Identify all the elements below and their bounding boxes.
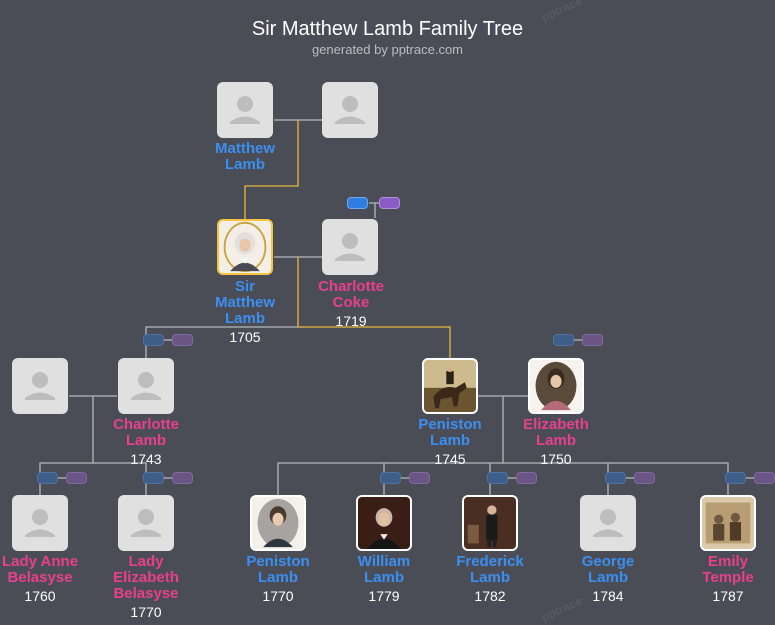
person-card-charlotte-coke[interactable] <box>322 219 378 275</box>
person-year-peniston-lamb-1770: 1770 <box>262 588 294 604</box>
expand-family-button[interactable] <box>754 472 775 484</box>
expand-family-button[interactable] <box>66 472 87 484</box>
person-year-peniston-lamb: 1745 <box>434 451 466 467</box>
person-placeholder-icon <box>25 372 55 400</box>
expand-family-button[interactable] <box>487 472 508 484</box>
person-card-matthew-lamb[interactable] <box>217 82 273 138</box>
person-name-elizabeth-lamb[interactable]: Elizabeth Lamb <box>523 416 589 449</box>
person-card-frederick-lamb[interactable] <box>462 495 518 551</box>
portrait-lady-icon <box>530 360 582 412</box>
person-year-elizabeth-lamb: 1750 <box>540 451 572 467</box>
person-year-emily-temple: 1787 <box>712 588 744 604</box>
expand-family-button[interactable] <box>582 334 603 346</box>
person-year-lady-elizabeth-belasyse: 1770 <box>130 604 162 620</box>
person-year-lady-anne-belasyse: 1760 <box>24 588 56 604</box>
expand-family-button[interactable] <box>725 472 746 484</box>
person-year-william-lamb: 1779 <box>368 588 400 604</box>
person-name-lady-elizabeth-belasyse[interactable]: Lady Elizabeth Belasyse <box>113 553 179 602</box>
page-title: Sir Matthew Lamb Family Tree <box>251 18 524 40</box>
person-name-lady-anne-belasyse[interactable]: Lady Anne Belasyse <box>1 553 79 586</box>
person-name-sir-matthew-lamb[interactable]: Sir Matthew Lamb <box>215 278 275 327</box>
expand-family-button[interactable] <box>143 334 164 346</box>
person-placeholder-icon <box>230 96 260 124</box>
person-name-charlotte-lamb[interactable]: Charlotte Lamb <box>113 416 179 449</box>
person-year-charlotte-coke: 1719 <box>335 313 367 329</box>
portrait-man-wig-icon <box>219 221 271 273</box>
person-card-george-lamb[interactable] <box>580 495 636 551</box>
expand-family-button[interactable] <box>347 197 368 209</box>
person-card-lady-elizabeth-belasyse[interactable] <box>118 495 174 551</box>
expand-family-button[interactable] <box>143 472 164 484</box>
person-card-charlotte-lamb[interactable] <box>118 358 174 414</box>
expand-family-button[interactable] <box>172 334 193 346</box>
person-name-peniston-lamb-1770[interactable]: Peniston Lamb <box>246 553 310 586</box>
portrait-young-man-icon <box>252 497 304 549</box>
person-card-elizabeth-lamb[interactable] <box>528 358 584 414</box>
person-card-peniston-lamb[interactable] <box>422 358 478 414</box>
expand-family-button[interactable] <box>380 472 401 484</box>
person-placeholder-icon <box>335 233 365 261</box>
expand-family-button[interactable] <box>516 472 537 484</box>
page-subtitle: generated by pptrace.com <box>311 42 464 57</box>
person-card-matthew-lamb-spouse[interactable] <box>322 82 378 138</box>
portrait-standing-man-icon <box>464 497 516 549</box>
person-placeholder-icon <box>25 509 55 537</box>
person-placeholder-icon <box>131 372 161 400</box>
person-year-frederick-lamb: 1782 <box>474 588 506 604</box>
expand-family-button[interactable] <box>409 472 430 484</box>
person-name-matthew-lamb[interactable]: Matthew Lamb <box>215 140 275 173</box>
portrait-horse-rider-icon <box>424 360 476 412</box>
expand-family-button[interactable] <box>379 197 400 209</box>
person-year-sir-matthew-lamb: 1705 <box>229 329 261 345</box>
person-year-charlotte-lamb: 1743 <box>130 451 162 467</box>
person-name-william-lamb[interactable]: William Lamb <box>357 553 411 586</box>
person-name-frederick-lamb[interactable]: Frederick Lamb <box>456 553 524 586</box>
portrait-old-man-icon <box>358 497 410 549</box>
person-name-emily-temple[interactable]: Emily Temple <box>702 553 754 586</box>
person-name-peniston-lamb[interactable]: Peniston Lamb <box>418 416 482 449</box>
person-placeholder-icon <box>335 96 365 124</box>
person-placeholder-icon <box>593 509 623 537</box>
expand-family-button[interactable] <box>37 472 58 484</box>
person-card-charlotte-lamb-spouse[interactable] <box>12 358 68 414</box>
person-card-sir-matthew-lamb[interactable] <box>217 219 273 275</box>
portrait-sepia-group-icon <box>702 497 754 549</box>
expand-family-button[interactable] <box>634 472 655 484</box>
expand-family-button[interactable] <box>553 334 574 346</box>
person-year-george-lamb: 1784 <box>592 588 624 604</box>
expand-family-button[interactable] <box>605 472 626 484</box>
expand-family-button[interactable] <box>172 472 193 484</box>
person-placeholder-icon <box>131 509 161 537</box>
person-card-peniston-lamb-1770[interactable] <box>250 495 306 551</box>
person-card-emily-temple[interactable] <box>700 495 756 551</box>
person-card-lady-anne-belasyse[interactable] <box>12 495 68 551</box>
person-name-george-lamb[interactable]: George Lamb <box>581 553 635 586</box>
person-name-charlotte-coke[interactable]: Charlotte Coke <box>318 278 384 311</box>
person-card-william-lamb[interactable] <box>356 495 412 551</box>
